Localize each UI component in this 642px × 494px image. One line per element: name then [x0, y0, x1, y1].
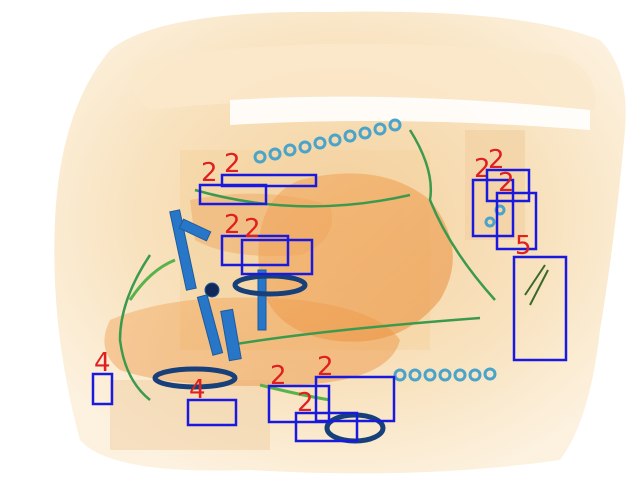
bounding-box: [91, 372, 114, 406]
box-label: 2: [201, 158, 218, 188]
box-label: 2: [224, 210, 241, 240]
orange-blob: [258, 173, 453, 342]
dark-wheel: [152, 273, 386, 444]
box-label: 2: [488, 145, 505, 175]
box-label: 5: [515, 231, 532, 261]
box-label: 4: [189, 375, 206, 405]
bounding-box: [314, 375, 396, 423]
bounding-box: [512, 255, 568, 362]
bounding-box: [240, 238, 314, 276]
bounding-box: [220, 234, 290, 267]
bounding-box: [186, 398, 238, 427]
box-label: 2: [498, 168, 515, 198]
bounding-box: [495, 191, 538, 251]
box-label: 2: [224, 149, 241, 179]
bounding-box: [267, 384, 331, 424]
box-label: 4: [94, 348, 111, 378]
bounding-box: [294, 411, 359, 443]
box-label: 2: [297, 388, 314, 418]
ring-chain: [253, 118, 506, 382]
bounding-box: [471, 178, 515, 238]
bounding-box: [220, 173, 318, 188]
box-label: 2: [317, 352, 334, 382]
bounding-box: [485, 168, 531, 203]
blue-tool: [169, 209, 267, 362]
green-chain: [118, 129, 496, 401]
box-label: 2: [244, 214, 261, 244]
box-label: 2: [270, 361, 287, 391]
